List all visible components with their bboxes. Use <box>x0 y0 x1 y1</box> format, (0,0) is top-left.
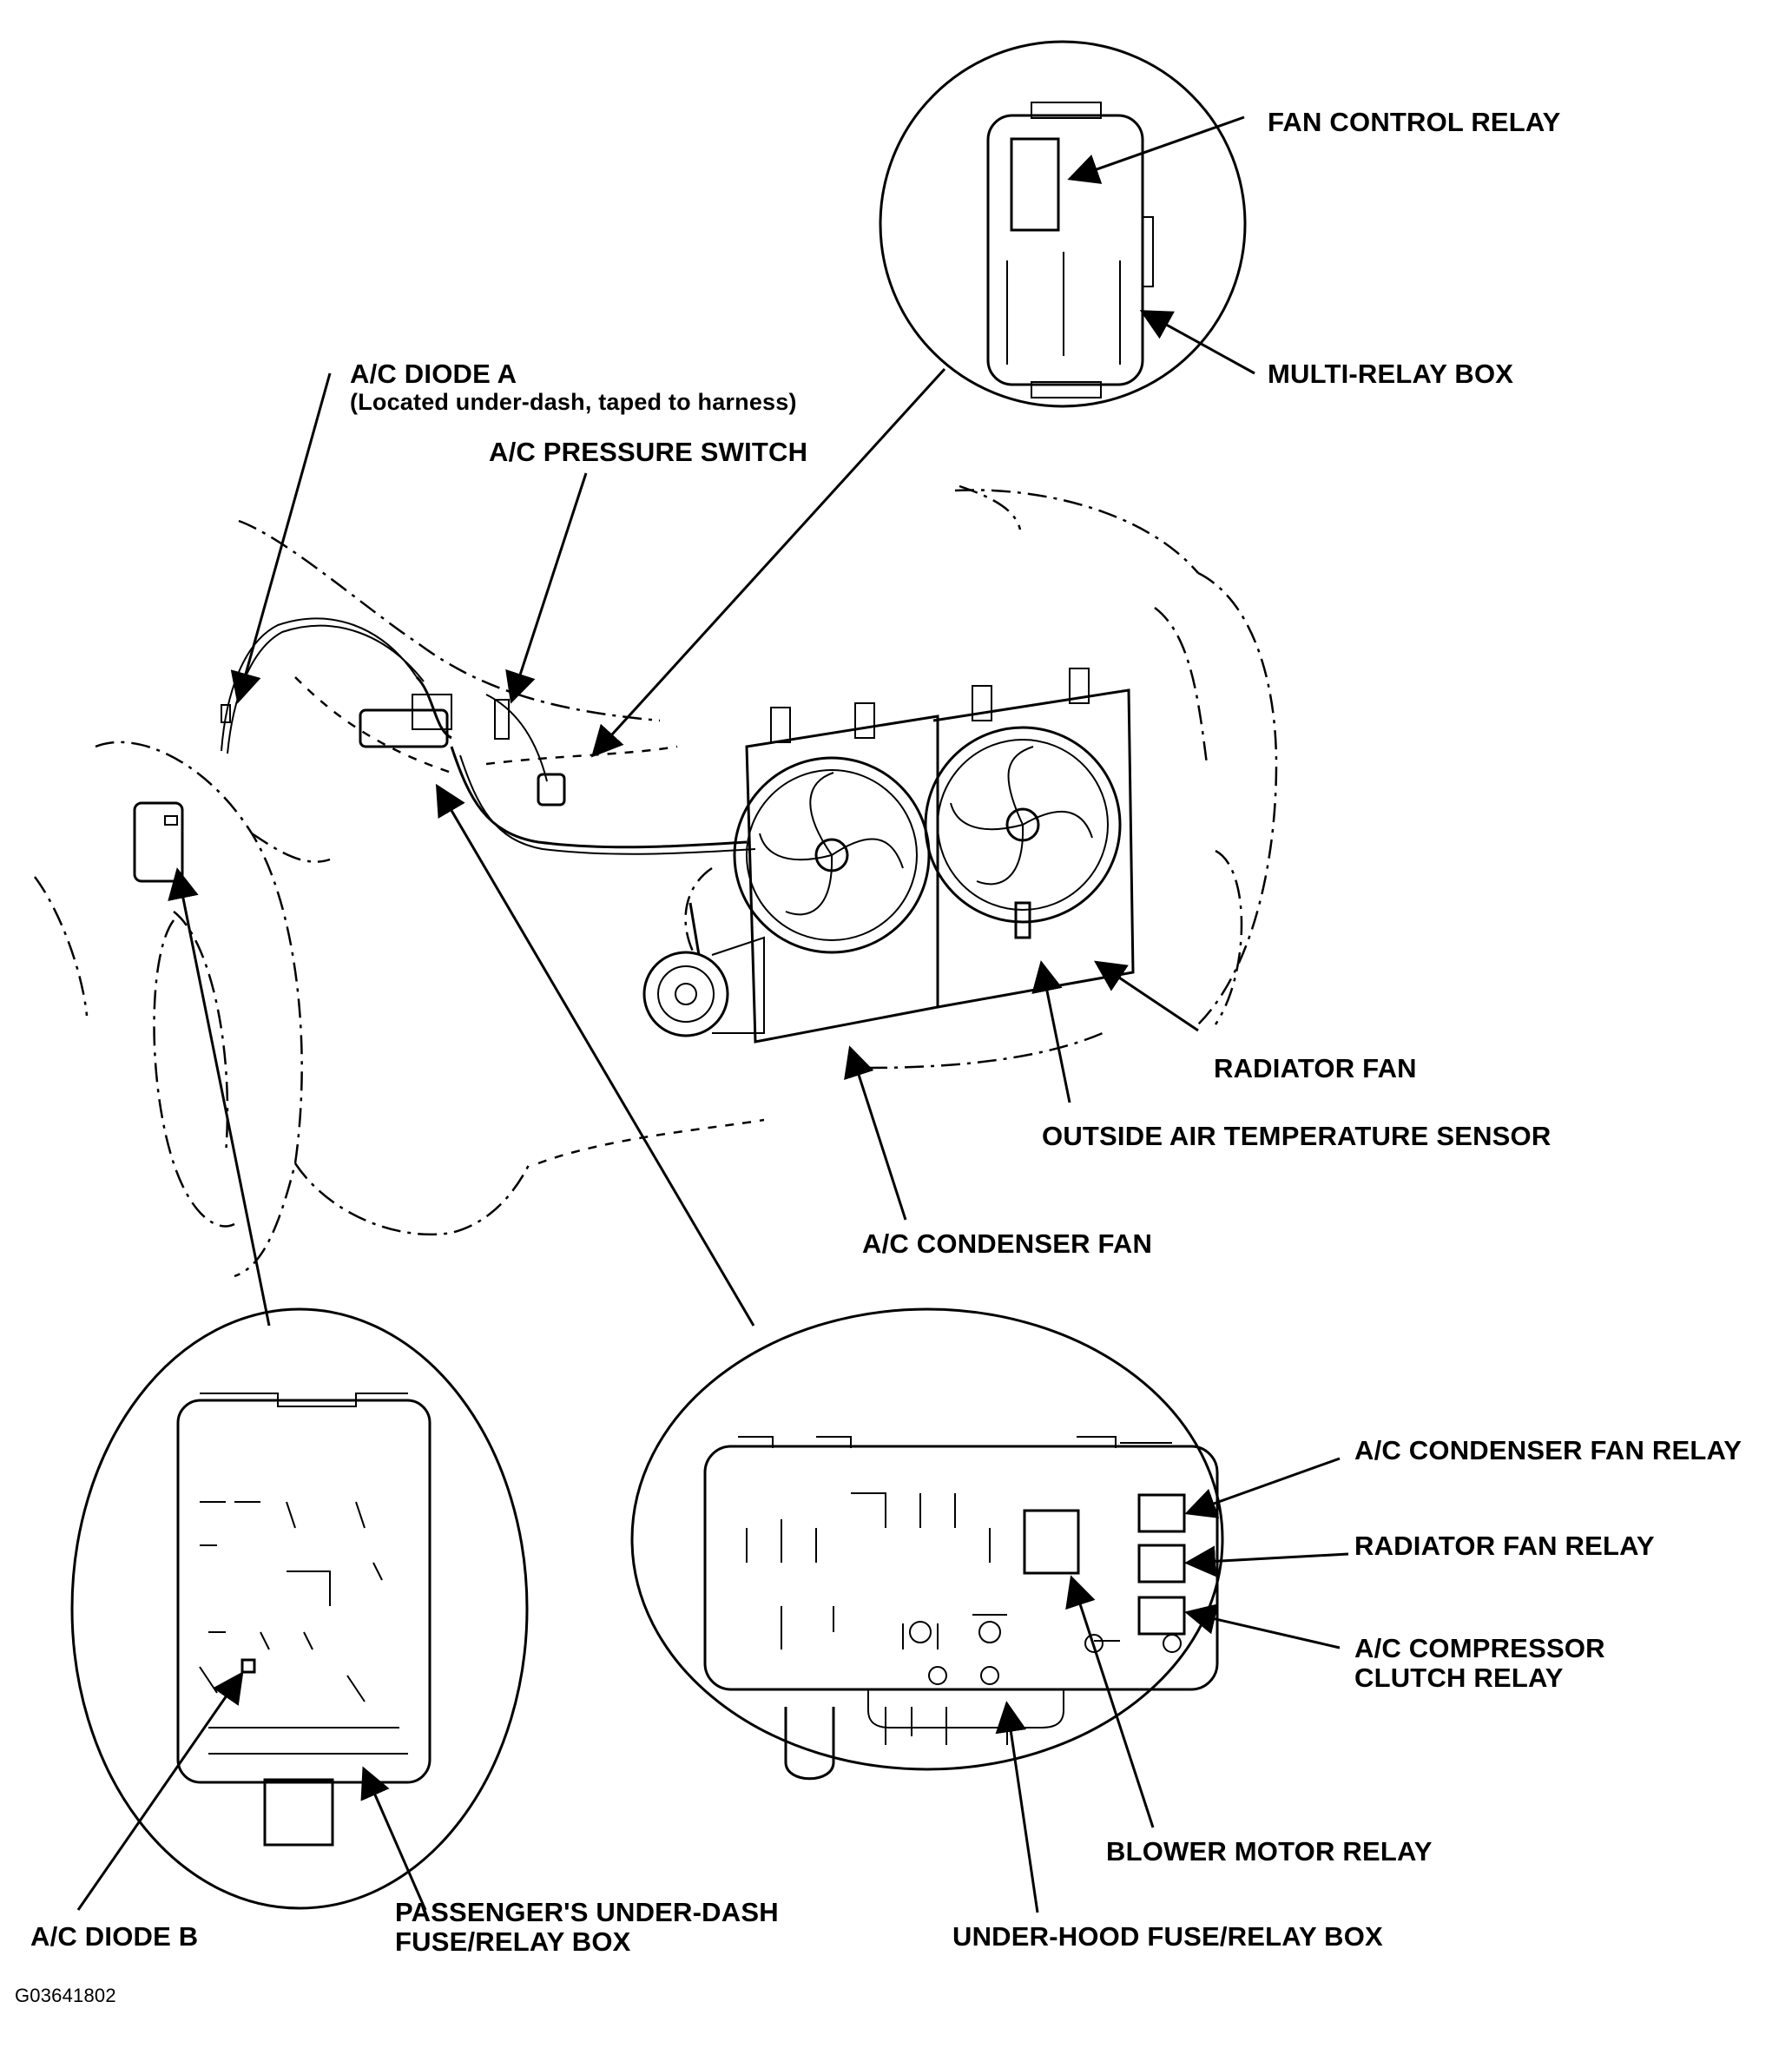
label-passenger-fuse-relay-box-line2: FUSE/RELAY BOX <box>395 1926 631 1957</box>
radiator-and-condenser-fans <box>642 668 1135 1044</box>
arrow-under-hood-box-location <box>435 783 755 1327</box>
leader-arrows <box>76 115 1349 1913</box>
radiator-fan-relay-shape <box>1137 1544 1186 1584</box>
ac-condenser-fan-relay-shape <box>1137 1493 1186 1533</box>
under-hood-fuse-box-detail <box>630 1307 1224 1781</box>
arrow-ac-compressor-clutch-relay <box>1184 1603 1341 1649</box>
label-ac-pressure-switch: A/C PRESSURE SWITCH <box>489 437 808 467</box>
label-ac-condenser-fan: A/C CONDENSER FAN <box>862 1228 1153 1259</box>
arrow-multi-relay-box-location <box>590 367 946 758</box>
label-ac-condenser-fan-relay: A/C CONDENSER FAN RELAY <box>1354 1435 1743 1465</box>
arrow-passenger-fuse-relay-box <box>360 1766 427 1911</box>
arrow-radiator-fan-relay <box>1184 1545 1349 1577</box>
compressor-pulley <box>642 951 729 1037</box>
ac-diode-b-shape <box>240 1658 256 1674</box>
arrow-ac-pressure-switch <box>505 472 588 704</box>
label-multi-relay-box: MULTI-RELAY BOX <box>1268 359 1514 389</box>
arrow-radiator-fan <box>1094 960 1199 1032</box>
ac-compressor-clutch-relay-shape <box>1137 1596 1186 1636</box>
arrow-ac-condenser-fan-relay <box>1184 1457 1341 1518</box>
label-radiator-fan: RADIATOR FAN <box>1214 1053 1417 1083</box>
arrow-blower-motor-relay <box>1065 1575 1155 1828</box>
arrow-ac-diode-b <box>76 1671 244 1911</box>
label-passenger-fuse-relay-box: PASSENGER'S UNDER-DASH FUSE/RELAY BOX <box>395 1898 779 1957</box>
label-passenger-fuse-relay-box-line1: PASSENGER'S UNDER-DASH <box>395 1897 779 1927</box>
label-ac-compressor-clutch-relay-line1: A/C COMPRESSOR <box>1354 1633 1605 1663</box>
label-outside-air-temp-sensor: OUTSIDE AIR TEMPERATURE SENSOR <box>1042 1121 1552 1151</box>
arrow-ac-diode-a <box>230 372 332 704</box>
blower-motor-relay-shape <box>1023 1509 1080 1575</box>
arrow-ac-condenser-fan <box>844 1045 907 1221</box>
fan-control-relay-shape <box>1010 137 1060 232</box>
arrow-fan-control-relay <box>1067 115 1245 184</box>
label-radiator-fan-relay: RADIATOR FAN RELAY <box>1354 1531 1655 1561</box>
label-ac-diode-a: A/C DIODE A <box>350 359 517 389</box>
label-under-hood-fuse-relay-box: UNDER-HOOD FUSE/RELAY BOX <box>952 1921 1383 1952</box>
wiring-harness <box>221 617 756 855</box>
arrow-passenger-box-location <box>168 867 271 1327</box>
arrow-outside-air-temp-sensor <box>1031 960 1071 1103</box>
label-fan-control-relay: FAN CONTROL RELAY <box>1268 107 1561 137</box>
label-ac-compressor-clutch-relay-line2: CLUTCH RELAY <box>1354 1663 1564 1693</box>
label-ac-compressor-clutch-relay: A/C COMPRESSOR CLUTCH RELAY <box>1354 1634 1605 1693</box>
arrow-under-hood-fuse-relay-box <box>995 1701 1039 1913</box>
multi-relay-box-detail <box>879 40 1247 408</box>
label-ac-diode-b: A/C DIODE B <box>30 1921 199 1952</box>
figure-id: G03641802 <box>15 1985 116 2006</box>
outside-air-temp-sensor-shape <box>1014 901 1031 939</box>
passenger-fuse-box-detail <box>70 801 529 1910</box>
label-ac-diode-a-note: (Located under-dash, taped to harness) <box>350 389 797 415</box>
vehicle-outline <box>33 484 1278 1278</box>
arrow-multi-relay-box <box>1139 310 1255 375</box>
label-blower-motor-relay: BLOWER MOTOR RELAY <box>1106 1836 1433 1867</box>
